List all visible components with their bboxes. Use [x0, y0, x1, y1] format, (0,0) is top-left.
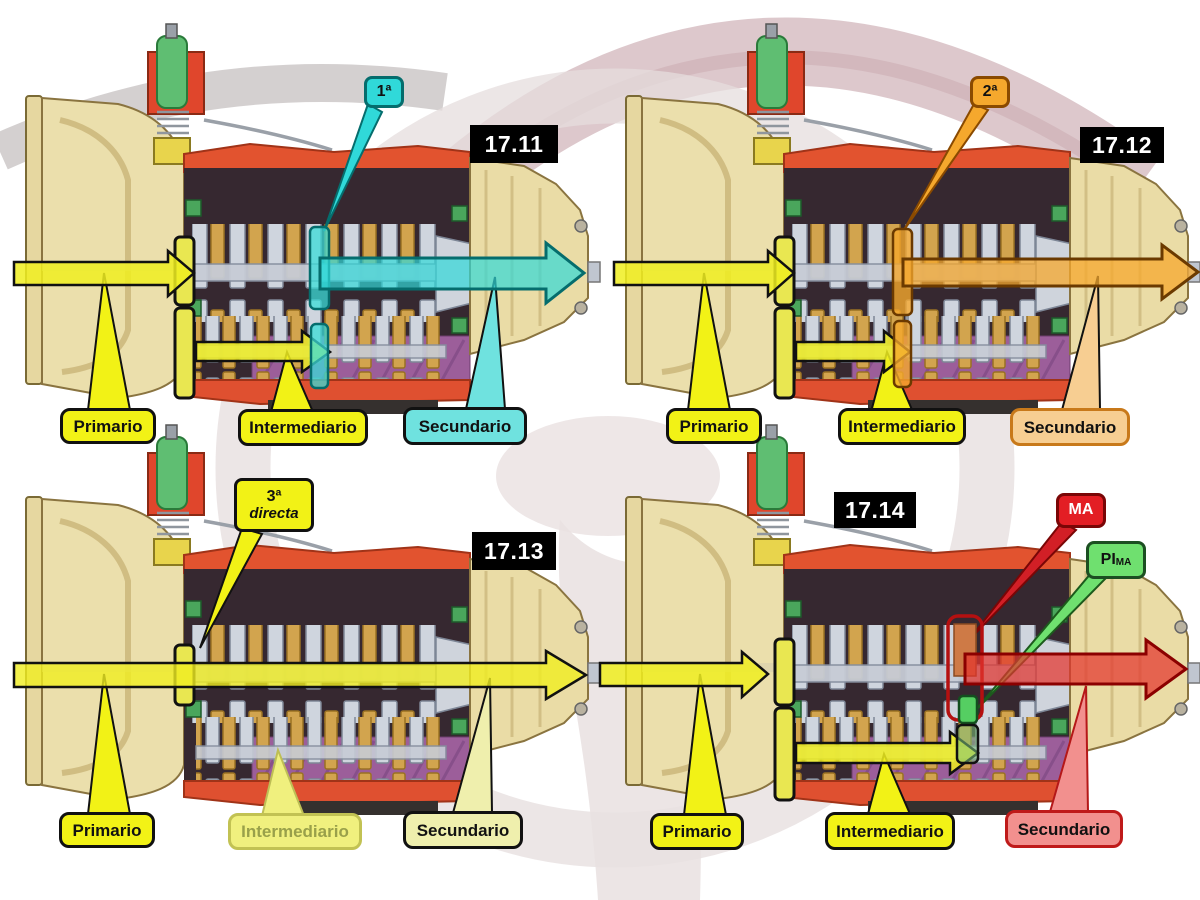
primary-flow-arrow [12, 248, 196, 299]
gear-balloon-3a-directa: 3ª directa [234, 478, 314, 532]
primary-flow-arrow [598, 649, 770, 700]
gear-balloon-ma: MA [1056, 493, 1106, 528]
secondary-flow-arrow-second-gear [901, 242, 1200, 302]
gear-balloon-pi-text: PI [1100, 550, 1116, 568]
input-gear-pair-bar [773, 637, 796, 707]
label-secundario-17-13: Secundario [403, 811, 523, 849]
label-primario-17-12: Primario [666, 408, 762, 444]
gear-balloon-ma-text: MA [1068, 501, 1094, 519]
gear-balloon-1a-text: 1ª [376, 82, 392, 100]
panel-17-13-flow [12, 526, 589, 817]
input-gear-pair-bar [173, 306, 196, 400]
label-intermediario-17-14: Intermediario [825, 812, 955, 850]
figure-number-17-13: 17.13 [472, 532, 556, 570]
gear-balloon-pima-subscript: MA [1115, 557, 1132, 568]
figure-number-17-11: 17.11 [470, 125, 558, 163]
panel-17-12-flow [612, 102, 1200, 413]
reverse-idler-bar [957, 694, 979, 725]
secondary-flow-arrow-reverse [963, 637, 1189, 701]
callout-tail-1a [323, 102, 384, 232]
gear-balloon-1a: 1ª [364, 76, 404, 108]
first-gear-pair-bar [309, 322, 330, 390]
label-primario-17-13: Primario [59, 812, 155, 848]
secondary-flow-arrow-first-gear [318, 239, 587, 307]
gear-balloon-directa-text: directa [249, 504, 299, 522]
gear-balloon-2a-text: 2ª [982, 82, 998, 100]
panel-17-11-flow [12, 102, 587, 413]
label-intermediario-17-12: Intermediario [838, 408, 966, 445]
figure-number-17-12: 17.12 [1080, 127, 1164, 163]
primary-flow-arrow [612, 248, 796, 299]
reverse-idler-lower-bar [955, 723, 980, 765]
label-secundario-17-11: Secundario [403, 407, 527, 445]
label-primario-17-11: Primario [60, 408, 156, 444]
label-primario-17-14: Primario [650, 813, 744, 850]
direct-drive-flow-arrow [12, 648, 589, 702]
figure-number-17-14: 17.14 [834, 492, 916, 528]
panel-17-14-flow [598, 520, 1189, 816]
label-secundario-17-14: Secundario [1005, 810, 1123, 848]
input-gear-pair-bar [773, 706, 796, 802]
gear-balloon-3a-text: 3ª [266, 487, 282, 505]
label-secundario-17-12: Secundario [1010, 408, 1130, 446]
gear-balloon-2a: 2ª [970, 76, 1010, 108]
input-gear-pair-bar [773, 306, 796, 400]
second-gear-pair-bar [892, 319, 913, 389]
label-intermediario-17-11: Intermediario [238, 409, 368, 446]
label-intermediario-17-13-faded: Intermediario [228, 813, 362, 850]
